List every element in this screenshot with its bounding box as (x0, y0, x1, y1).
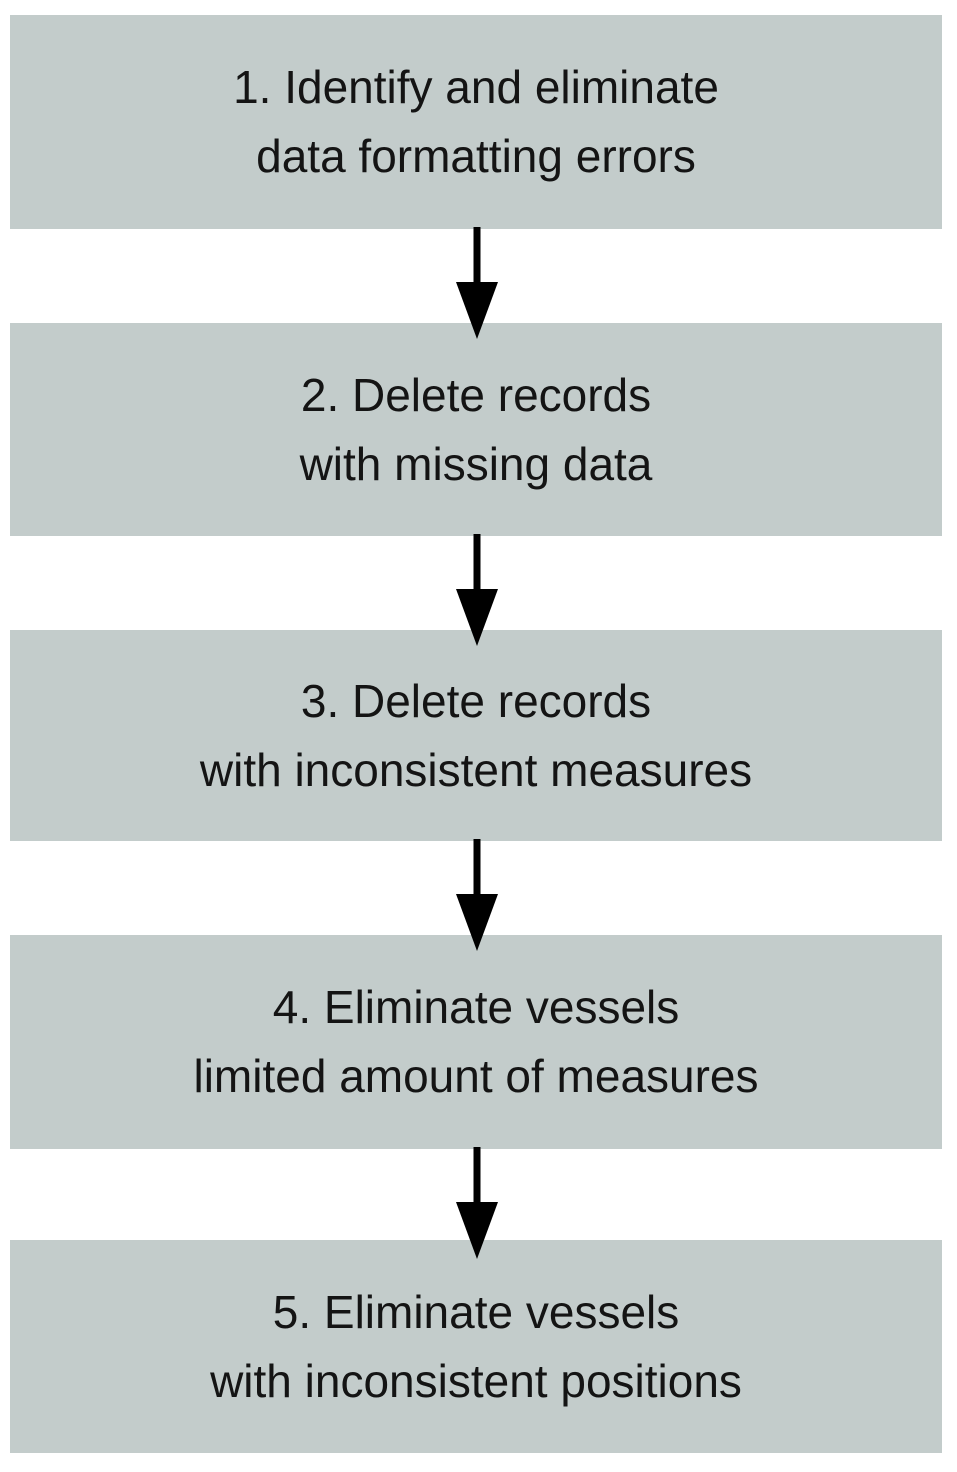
flow-step-2-line-1: 2. Delete records (300, 368, 652, 421)
flow-step-4-line-2: limited amount of measures (193, 1050, 759, 1102)
flow-step-1-line-1: 1. Identify and eliminate (233, 61, 719, 113)
flow-step-5: 5. Eliminate vessels with inconsistent p… (10, 1240, 942, 1453)
down-arrow-icon (450, 534, 504, 648)
down-arrow-icon (450, 1147, 504, 1261)
flow-step-5-line-2: with inconsistent positions (210, 1354, 742, 1407)
flow-step-4: 4. Eliminate vessels limited amount of m… (10, 935, 942, 1149)
flow-step-3: 3. Delete records with inconsistent meas… (10, 630, 942, 841)
down-arrow-icon (450, 839, 504, 953)
flow-step-3-line-1: 3. Delete records (300, 674, 652, 727)
flow-step-3-line-2: with inconsistent measures (199, 743, 753, 796)
flow-step-5-line-1: 5. Eliminate vessels (272, 1285, 680, 1338)
down-arrow-icon (450, 227, 504, 341)
flow-step-2: 2. Delete records with missing data (10, 323, 942, 536)
flow-step-2-line-2: with missing data (299, 437, 653, 490)
flow-step-1-line-2: data formatting errors (256, 130, 696, 182)
flow-step-4-line-1: 4. Eliminate vessels (272, 981, 680, 1033)
flow-step-1: 1. Identify and eliminate data formattin… (10, 15, 942, 229)
